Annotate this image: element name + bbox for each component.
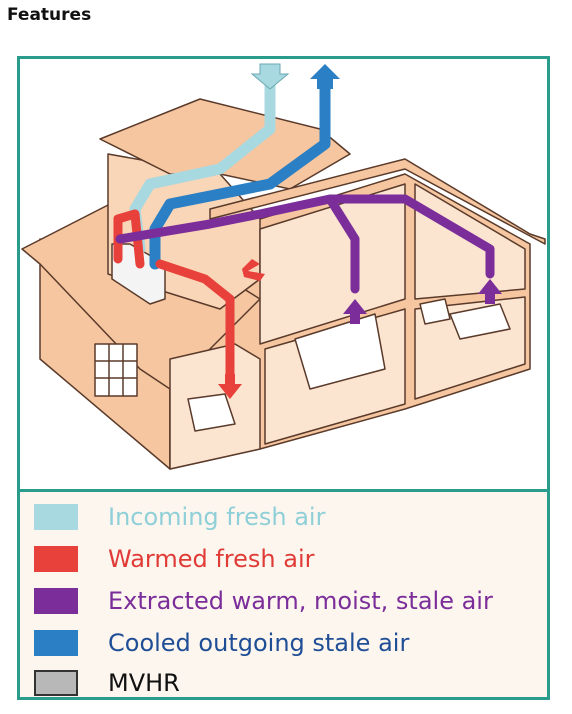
legend-label: Extracted warm, moist, stale air <box>108 587 493 615</box>
kitchen-extract-arrow-icon <box>343 299 367 324</box>
bathroom-extract-arrow-icon <box>478 279 502 304</box>
warm-supply-up-arrow-icon <box>242 259 265 281</box>
mvhr-house-diagram <box>21 63 546 470</box>
legend-swatch <box>34 504 78 530</box>
right-roof <box>209 158 546 245</box>
warm-supply-down-arrow-icon <box>218 374 242 399</box>
house-windows <box>94 343 138 397</box>
legend-label: Cooled outgoing stale air <box>108 629 410 657</box>
living-sofa <box>187 393 236 432</box>
legend-swatch <box>34 670 78 696</box>
incoming-air-arrow-icon <box>250 63 290 90</box>
legend-item: MVHR <box>34 666 180 700</box>
legend-item: Cooled outgoing stale air <box>34 626 409 660</box>
bathroom-basin <box>449 303 511 340</box>
outgoing-air-arrow-icon <box>310 64 340 89</box>
legend-label: Incoming fresh air <box>108 503 326 531</box>
legend-divider <box>20 489 547 492</box>
legend-swatch <box>34 630 78 656</box>
legend-label: MVHR <box>108 669 180 697</box>
legend-swatch <box>34 588 78 614</box>
extracted-stale-air-duct <box>115 194 495 294</box>
legend-swatch <box>34 546 78 572</box>
page-title: Features <box>7 5 92 25</box>
legend-item: Extracted warm, moist, stale air <box>34 584 493 618</box>
legend-item: Warmed fresh air <box>34 542 315 576</box>
bathroom-toilet <box>419 298 451 325</box>
legend-item: Incoming fresh air <box>34 500 325 534</box>
kitchen-counter <box>294 313 386 390</box>
legend-label: Warmed fresh air <box>108 545 315 573</box>
